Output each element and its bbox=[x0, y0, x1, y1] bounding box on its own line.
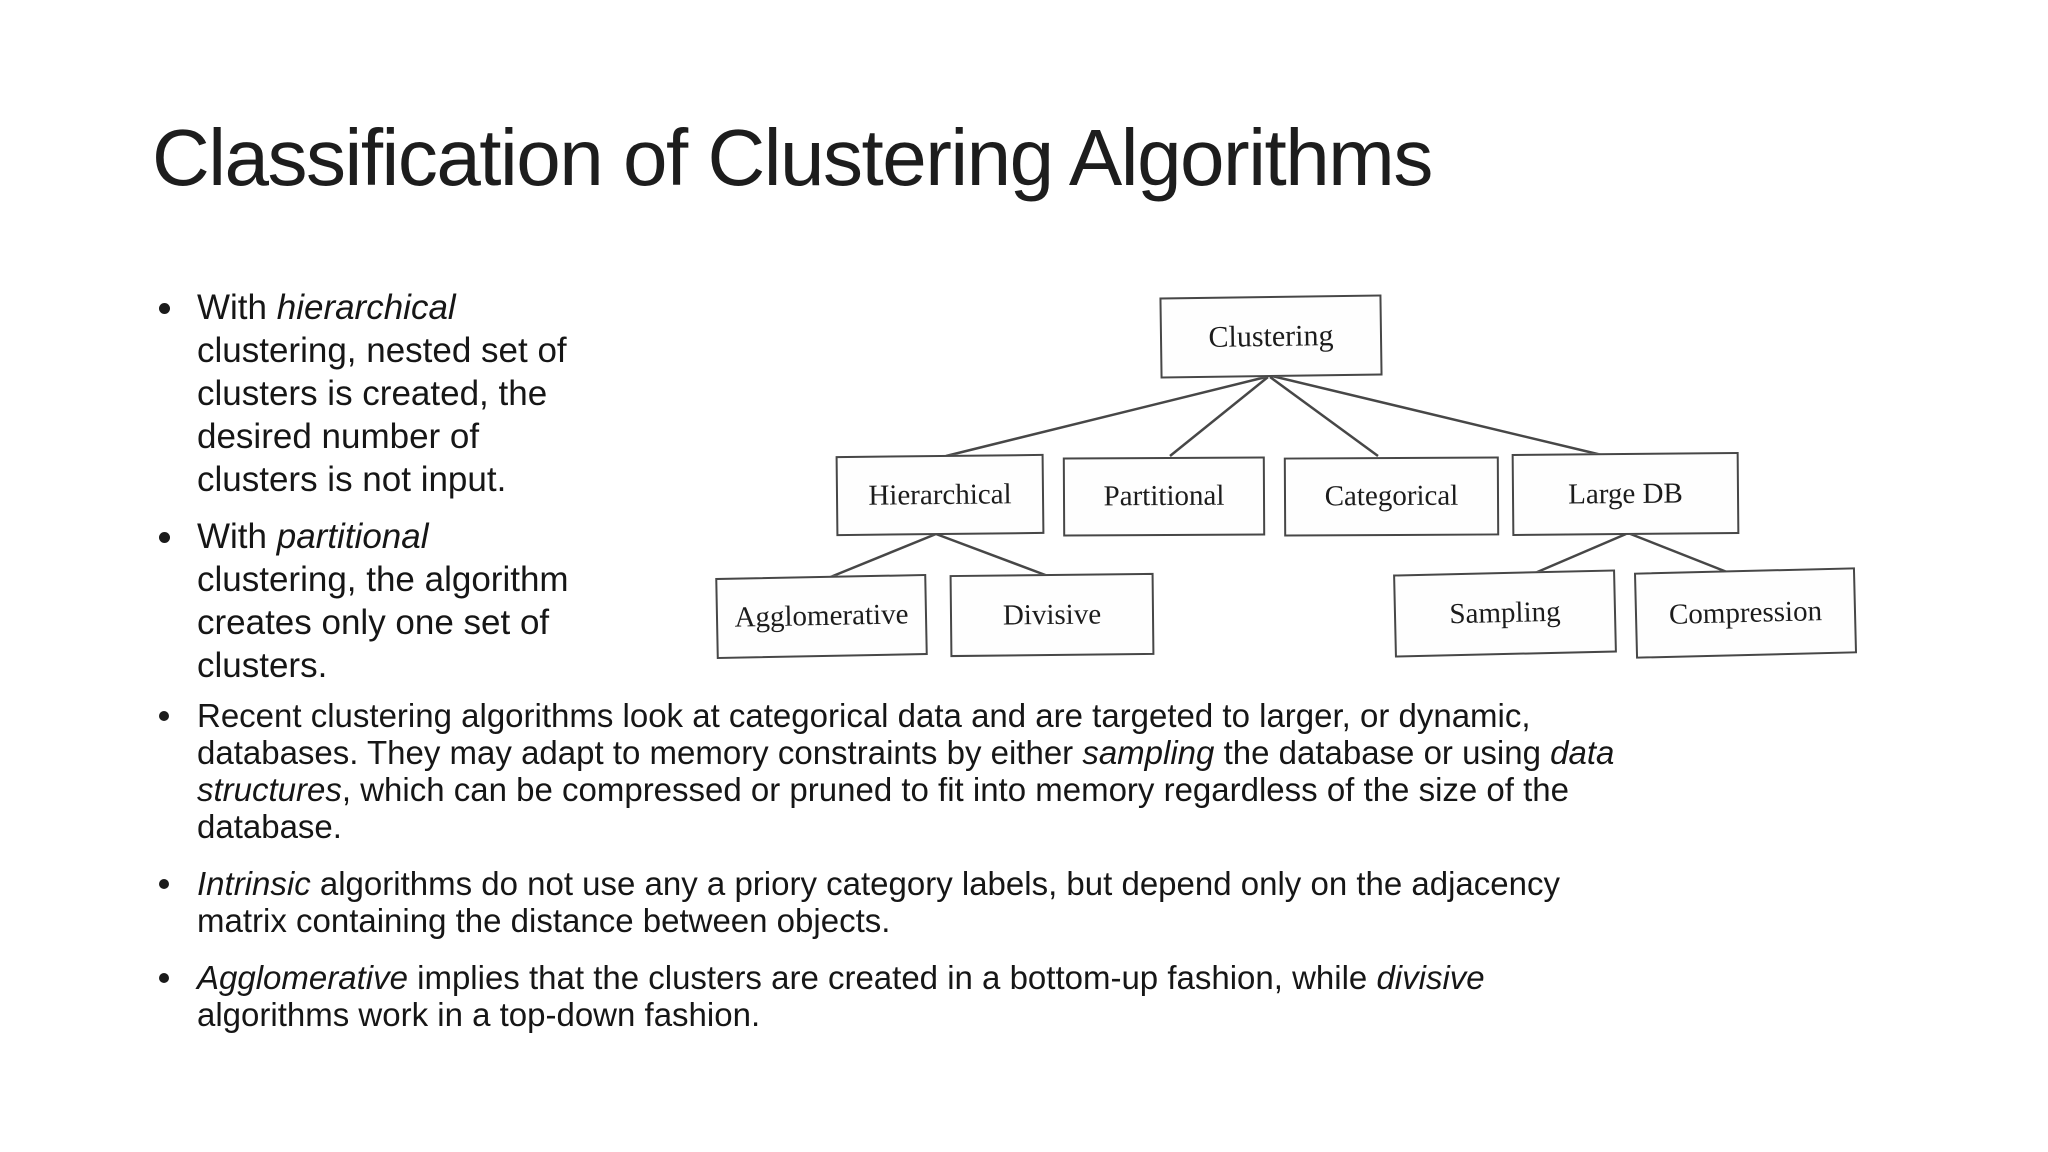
connector-line bbox=[827, 532, 937, 580]
tree-node-compression: Compression bbox=[1633, 567, 1858, 659]
tree-node-categorical: Categorical bbox=[1283, 456, 1500, 537]
tree-node-label: Clustering bbox=[1208, 318, 1334, 354]
tree-node-label: Agglomerative bbox=[734, 598, 909, 634]
tree-node-label: Large DB bbox=[1568, 477, 1683, 510]
bullet-marker bbox=[159, 711, 169, 721]
bullet-item: Agglomerative implies that the clusters … bbox=[150, 959, 1930, 1033]
bullet-item: Intrinsic algorithms do not use any a pr… bbox=[150, 865, 1930, 939]
connector-line bbox=[1269, 375, 1379, 458]
bullet-text: Agglomerative implies that the clusters … bbox=[197, 959, 1485, 1033]
tree-node-partitional: Partitional bbox=[1062, 456, 1266, 537]
tree-node-label: Compression bbox=[1668, 594, 1823, 631]
tree-node-sampling: Sampling bbox=[1393, 569, 1617, 658]
tree-node-label: Hierarchical bbox=[868, 477, 1012, 512]
bottom-bullet-list: Recent clustering algorithms look at cat… bbox=[150, 697, 1930, 1053]
bullet-marker bbox=[159, 973, 169, 983]
bullet-text: Recent clustering algorithms look at cat… bbox=[197, 697, 1615, 845]
tree-node-large-db: Large DB bbox=[1511, 452, 1740, 536]
bullet-text: Intrinsic algorithms do not use any a pr… bbox=[197, 865, 1560, 939]
connector-line bbox=[1169, 376, 1269, 457]
tree-node-clustering: Clustering bbox=[1159, 294, 1383, 379]
bullet-item: Recent clustering algorithms look at cat… bbox=[150, 697, 1930, 845]
tree-node-label: Partitional bbox=[1103, 479, 1225, 513]
tree-node-label: Sampling bbox=[1449, 595, 1561, 631]
tree-node-divisive: Divisive bbox=[949, 572, 1155, 658]
connector-line bbox=[935, 532, 1049, 578]
tree-node-hierarchical: Hierarchical bbox=[835, 453, 1045, 537]
tree-node-label: Divisive bbox=[1002, 597, 1102, 632]
connector-line bbox=[1271, 374, 1607, 458]
bullet-marker bbox=[159, 879, 169, 889]
tree-node-label: Categorical bbox=[1324, 479, 1459, 513]
connector-line bbox=[1627, 531, 1733, 576]
connector-line bbox=[1527, 532, 1627, 578]
slide-title: Classification of Clustering Algorithms bbox=[152, 113, 1433, 202]
tree-node-agglomerative: Agglomerative bbox=[715, 573, 928, 660]
bullet-marker bbox=[159, 303, 170, 314]
bullet-marker bbox=[159, 532, 170, 543]
connector-line bbox=[945, 375, 1267, 458]
